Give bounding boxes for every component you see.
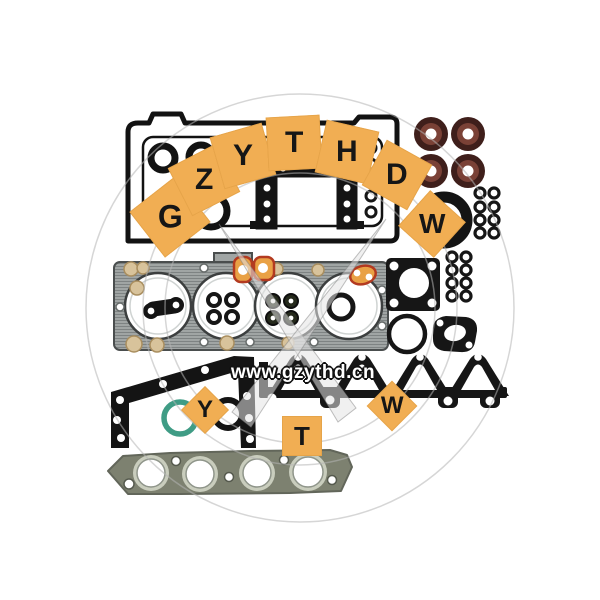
throttle-o-ring xyxy=(386,313,428,355)
watermark-blades xyxy=(218,218,387,428)
highlighted-coolant-passages xyxy=(232,255,377,286)
valve-stem-seal-grid-upper xyxy=(473,186,501,240)
exhaust-ports xyxy=(133,453,327,492)
intake-port xyxy=(447,353,509,396)
tile-letter: H xyxy=(336,134,358,168)
tile-letter: Y xyxy=(196,395,214,423)
tile-letter: T xyxy=(284,126,304,160)
tile-letter: W xyxy=(380,392,404,419)
oil-seal xyxy=(414,117,448,151)
tile-letter: Y xyxy=(232,139,254,173)
tile-letter: W xyxy=(418,208,446,239)
watermark-tile-t: T xyxy=(265,114,323,172)
tile-letter: Z xyxy=(194,163,214,197)
oil-seal xyxy=(451,117,485,151)
website-watermark: www.gzythd.cn xyxy=(231,362,376,383)
small-o-rings-set xyxy=(206,292,240,325)
tile-letter: T xyxy=(294,421,310,451)
exhaust-manifold-gasket xyxy=(107,449,353,495)
oil-pump-bracket-gasket xyxy=(143,297,184,319)
oil-seal xyxy=(451,154,485,188)
tile-letter: G xyxy=(157,199,183,236)
tile-letter: D xyxy=(386,157,408,191)
intake-port xyxy=(331,353,393,396)
watermark-tile-t-bottom: T xyxy=(282,416,322,456)
valve-stem-seal-grid-lower xyxy=(445,250,473,303)
throttle-body-gasket xyxy=(386,258,440,311)
